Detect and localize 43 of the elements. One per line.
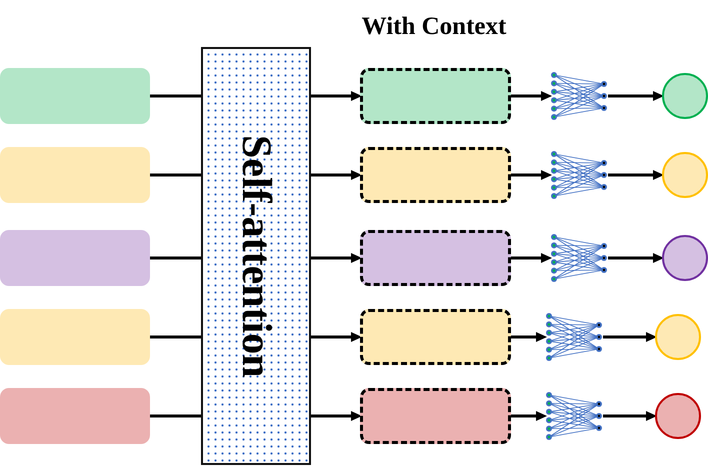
neural-network-icon (550, 233, 608, 283)
input-block (0, 68, 150, 124)
arrow (511, 253, 552, 263)
arrow (608, 253, 664, 263)
arrow (603, 332, 657, 342)
output-circle (662, 235, 708, 281)
arrow (511, 411, 547, 421)
output-circle (662, 73, 708, 119)
output-circle (662, 152, 708, 198)
output-circle (655, 314, 701, 360)
neural-network-icon (550, 71, 608, 121)
neural-network-icon (550, 150, 608, 200)
arrow (603, 411, 657, 421)
output-circle (655, 393, 701, 439)
arrow (511, 170, 552, 180)
connector-line (150, 94, 201, 98)
connector-line (150, 174, 201, 176)
layer-label: Self-attention (235, 134, 277, 378)
input-block (0, 388, 150, 444)
input-block (0, 309, 150, 365)
neural-network-icon (545, 312, 603, 362)
neural-network-icon (545, 391, 603, 441)
arrow (511, 332, 547, 342)
input-block (0, 230, 150, 286)
arrow (311, 170, 362, 180)
attention-panel (201, 47, 311, 465)
arrow (511, 91, 552, 101)
column-heading: With Context (360, 12, 508, 42)
arrow (311, 332, 362, 342)
arrow (608, 170, 664, 180)
context-block (360, 230, 511, 286)
input-block (0, 147, 150, 203)
context-block (360, 68, 511, 124)
connector-line (150, 414, 201, 418)
context-block (360, 309, 511, 365)
context-block (360, 388, 511, 444)
connector-line (150, 336, 201, 338)
arrow (311, 253, 362, 263)
arrow (608, 91, 664, 101)
context-block (360, 147, 511, 203)
arrow (311, 91, 362, 101)
connector-line (150, 256, 201, 260)
arrow (311, 411, 362, 421)
